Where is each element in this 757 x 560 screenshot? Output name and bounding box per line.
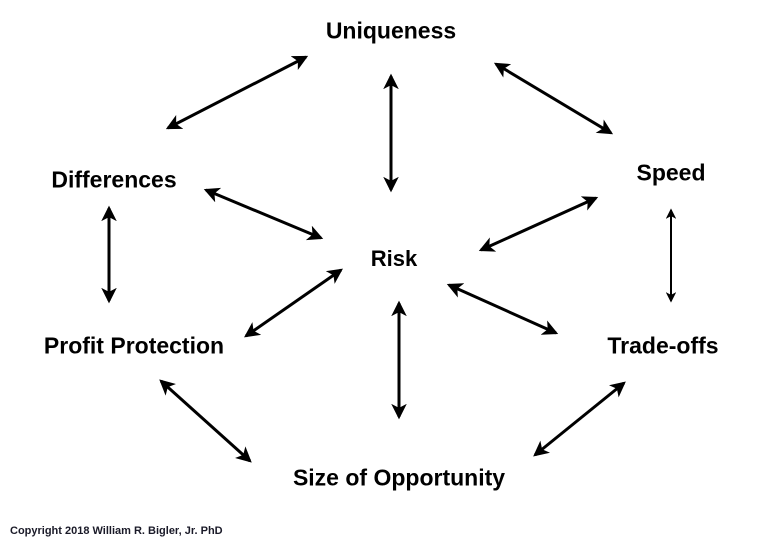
edge-differences-uniqueness: [165, 55, 309, 130]
node-trade-offs: Trade-offs: [607, 332, 719, 359]
edge-risk-trade-offs: [446, 283, 559, 335]
copyright-notice: Copyright 2018 William R. Bigler, Jr. Ph…: [10, 525, 223, 537]
edge-uniqueness-speed: [493, 62, 614, 135]
node-profit-protection: Profit Protection: [43, 332, 225, 359]
edge-profit-protection-risk: [244, 268, 343, 338]
node-speed: Speed: [636, 159, 706, 186]
node-size-of-opportunity: Size of Opportunity: [292, 464, 506, 491]
node-uniqueness: Uniqueness: [325, 17, 457, 44]
edge-differences-risk: [203, 187, 324, 241]
node-risk: Risk: [370, 246, 418, 271]
node-differences: Differences: [51, 166, 177, 193]
edge-profit-protection-size: [159, 379, 252, 463]
edge-size-trade-offs: [533, 381, 626, 457]
edge-risk-speed: [478, 196, 599, 252]
